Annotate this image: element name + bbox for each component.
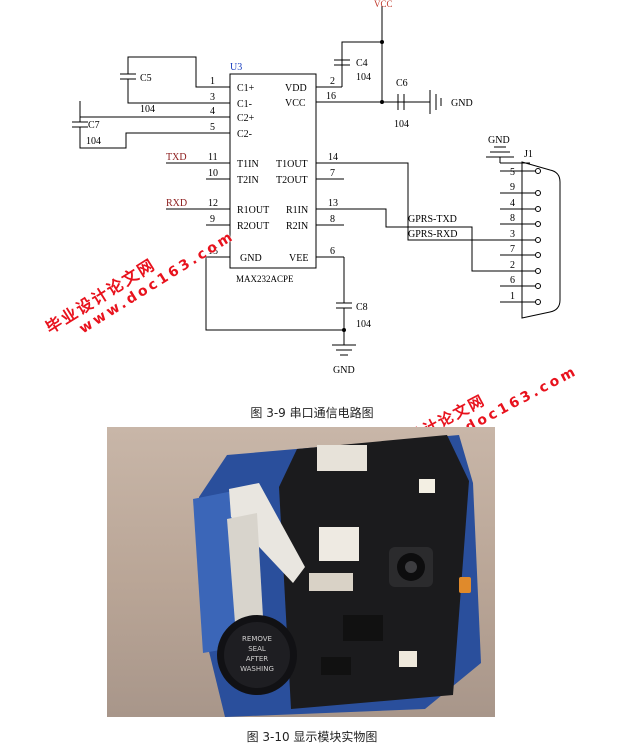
pin-number: 10: [208, 168, 218, 179]
chip-part: MAX232ACPE: [236, 274, 294, 284]
pin-name: VCC: [285, 98, 306, 109]
connector-pin: 2: [510, 260, 515, 271]
gprs-txd-label: GPRS-TXD: [408, 214, 457, 225]
pin-number: 13: [328, 198, 338, 209]
pin-name: C1+: [237, 83, 255, 94]
pin-name: VDD: [285, 83, 307, 94]
pin-number: 3: [210, 92, 215, 103]
figure-caption-3-10: 图 3-10 显示模块实物图: [246, 730, 378, 744]
sticker-line: WASHING: [240, 665, 274, 673]
rxd-label: RXD: [166, 198, 187, 209]
cap-ref: C5: [140, 73, 152, 84]
pin-number: 9: [210, 214, 215, 225]
connector-pin: 3: [510, 229, 515, 240]
max232-chip-body: [229, 73, 317, 269]
pin-number: 16: [326, 91, 336, 102]
connector-pin: 5: [510, 167, 515, 178]
cap-value: 104: [356, 72, 371, 83]
connector-pin: 4: [510, 198, 515, 209]
pin-number: 15: [208, 246, 218, 257]
cap-value: 104: [140, 104, 155, 115]
cap-value: 104: [86, 136, 101, 147]
photo-drawing: REMOVE SEAL AFTER WASHING: [193, 435, 481, 717]
connector-pin: 7: [510, 244, 515, 255]
gnd-label: GND: [488, 135, 510, 146]
cap-ref: C4: [356, 58, 368, 69]
pin-name: R1OUT: [237, 205, 269, 216]
connector-pin: 1: [510, 291, 515, 302]
vcc-label: VCC: [374, 0, 393, 9]
cap-value: 104: [356, 319, 371, 330]
pin-name: R2OUT: [237, 221, 269, 232]
cap-ref: C8: [356, 302, 368, 313]
cap-value: 104: [394, 119, 409, 130]
pin-number: 4: [210, 106, 215, 117]
pin-number: 1: [210, 76, 215, 87]
cap-ref: C7: [88, 120, 100, 131]
sticker-line: SEAL: [248, 645, 266, 653]
pin-name: T2IN: [237, 175, 259, 186]
pin-name: T2OUT: [276, 175, 308, 186]
pin-name: C2+: [237, 113, 255, 124]
pin-number: 14: [328, 152, 338, 163]
connector-pin: 8: [510, 213, 515, 224]
pin-name: VEE: [289, 253, 308, 264]
connector-pin: 9: [510, 182, 515, 193]
pin-name: R2IN: [286, 221, 308, 232]
pin-number: 8: [330, 214, 335, 225]
pin-number: 5: [210, 122, 215, 133]
display-module-photo: REMOVE SEAL AFTER WASHING: [107, 427, 495, 717]
gnd-label: GND: [451, 98, 473, 109]
sticker-line: AFTER: [246, 655, 268, 663]
pin-name: T1OUT: [276, 159, 308, 170]
sticker-line: REMOVE: [242, 635, 272, 643]
pin-number: 7: [330, 168, 335, 179]
cap-ref: C6: [396, 78, 408, 89]
figure-caption-3-9: 图 3-9 串口通信电路图: [250, 406, 374, 420]
gprs-rxd-label: GPRS-RXD: [408, 229, 457, 240]
chip-ref: U3: [230, 62, 242, 73]
connector-pin: 6: [510, 275, 515, 286]
pin-name: T1IN: [237, 159, 259, 170]
pin-number: 12: [208, 198, 218, 209]
txd-label: TXD: [166, 152, 187, 163]
pin-name: GND: [240, 253, 262, 264]
pin-number: 6: [330, 246, 335, 257]
pin-name: R1IN: [286, 205, 308, 216]
serial-circuit-schematic: U3 MAX232ACPE C1+ C1- C2+ C2- T1IN T2IN …: [72, 0, 561, 376]
pin-name: C1-: [237, 99, 252, 110]
connector-ref: J1: [524, 149, 533, 160]
pin-number: 11: [208, 152, 218, 163]
gnd-label: GND: [333, 365, 355, 376]
pin-name: C2-: [237, 129, 252, 140]
pin-number: 2: [330, 76, 335, 87]
